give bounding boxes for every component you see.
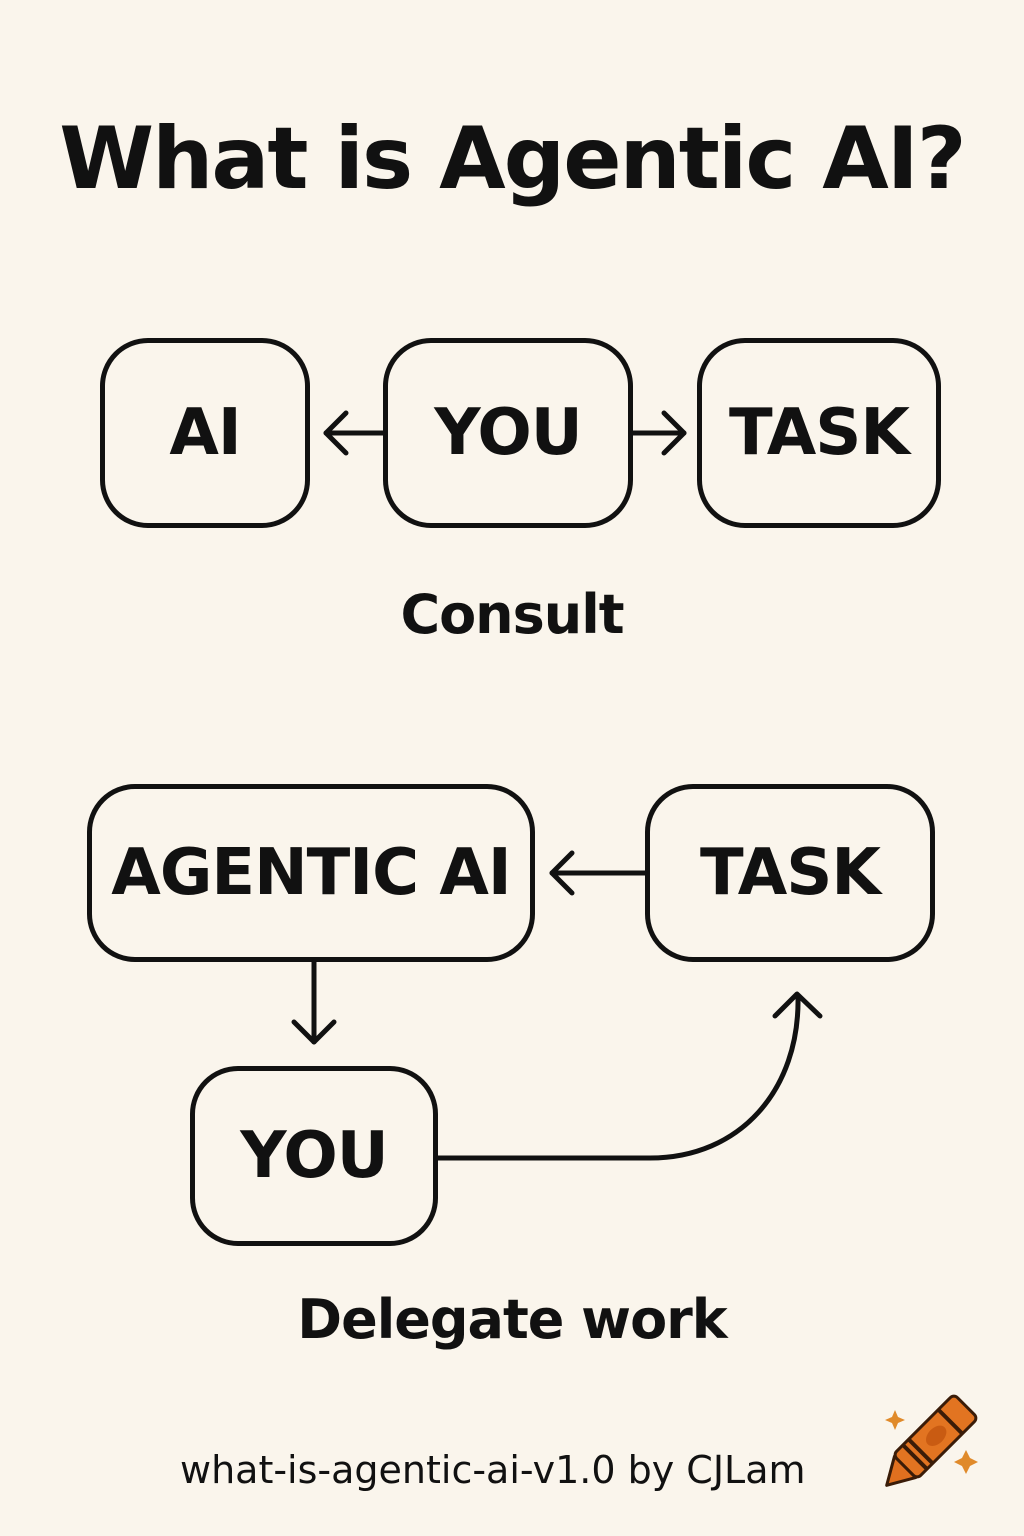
arrow-task-to-agentic-ai <box>549 850 648 896</box>
consult-you-node: YOU <box>383 338 633 528</box>
consult-task-node: TASK <box>697 338 941 528</box>
delegate-task-label: TASK <box>700 836 881 910</box>
delegate-agentic-ai-node: AGENTIC AI <box>87 784 535 962</box>
arrow-agentic-ai-to-you <box>291 959 337 1045</box>
delegate-caption: Delegate work <box>297 1288 727 1351</box>
arrow-you-to-task <box>630 410 687 456</box>
consult-you-label: YOU <box>434 396 582 470</box>
consult-ai-label: AI <box>169 396 241 470</box>
delegate-task-node: TASK <box>645 784 935 962</box>
page-title: What is Agentic AI? <box>59 109 966 209</box>
arrow-you-to-ai <box>323 410 386 456</box>
footer-credit: what-is-agentic-ai-v1.0 by CJLam <box>180 1448 806 1492</box>
delegate-agentic-ai-label: AGENTIC AI <box>111 836 511 910</box>
delegate-you-label: YOU <box>240 1119 388 1193</box>
delegate-you-node: YOU <box>190 1066 438 1246</box>
consult-caption: Consult <box>400 583 624 646</box>
arrow-you-to-task-curved <box>435 991 823 1161</box>
consult-ai-node: AI <box>100 338 310 528</box>
crayon-icon <box>885 1394 978 1487</box>
consult-task-label: TASK <box>729 396 910 470</box>
